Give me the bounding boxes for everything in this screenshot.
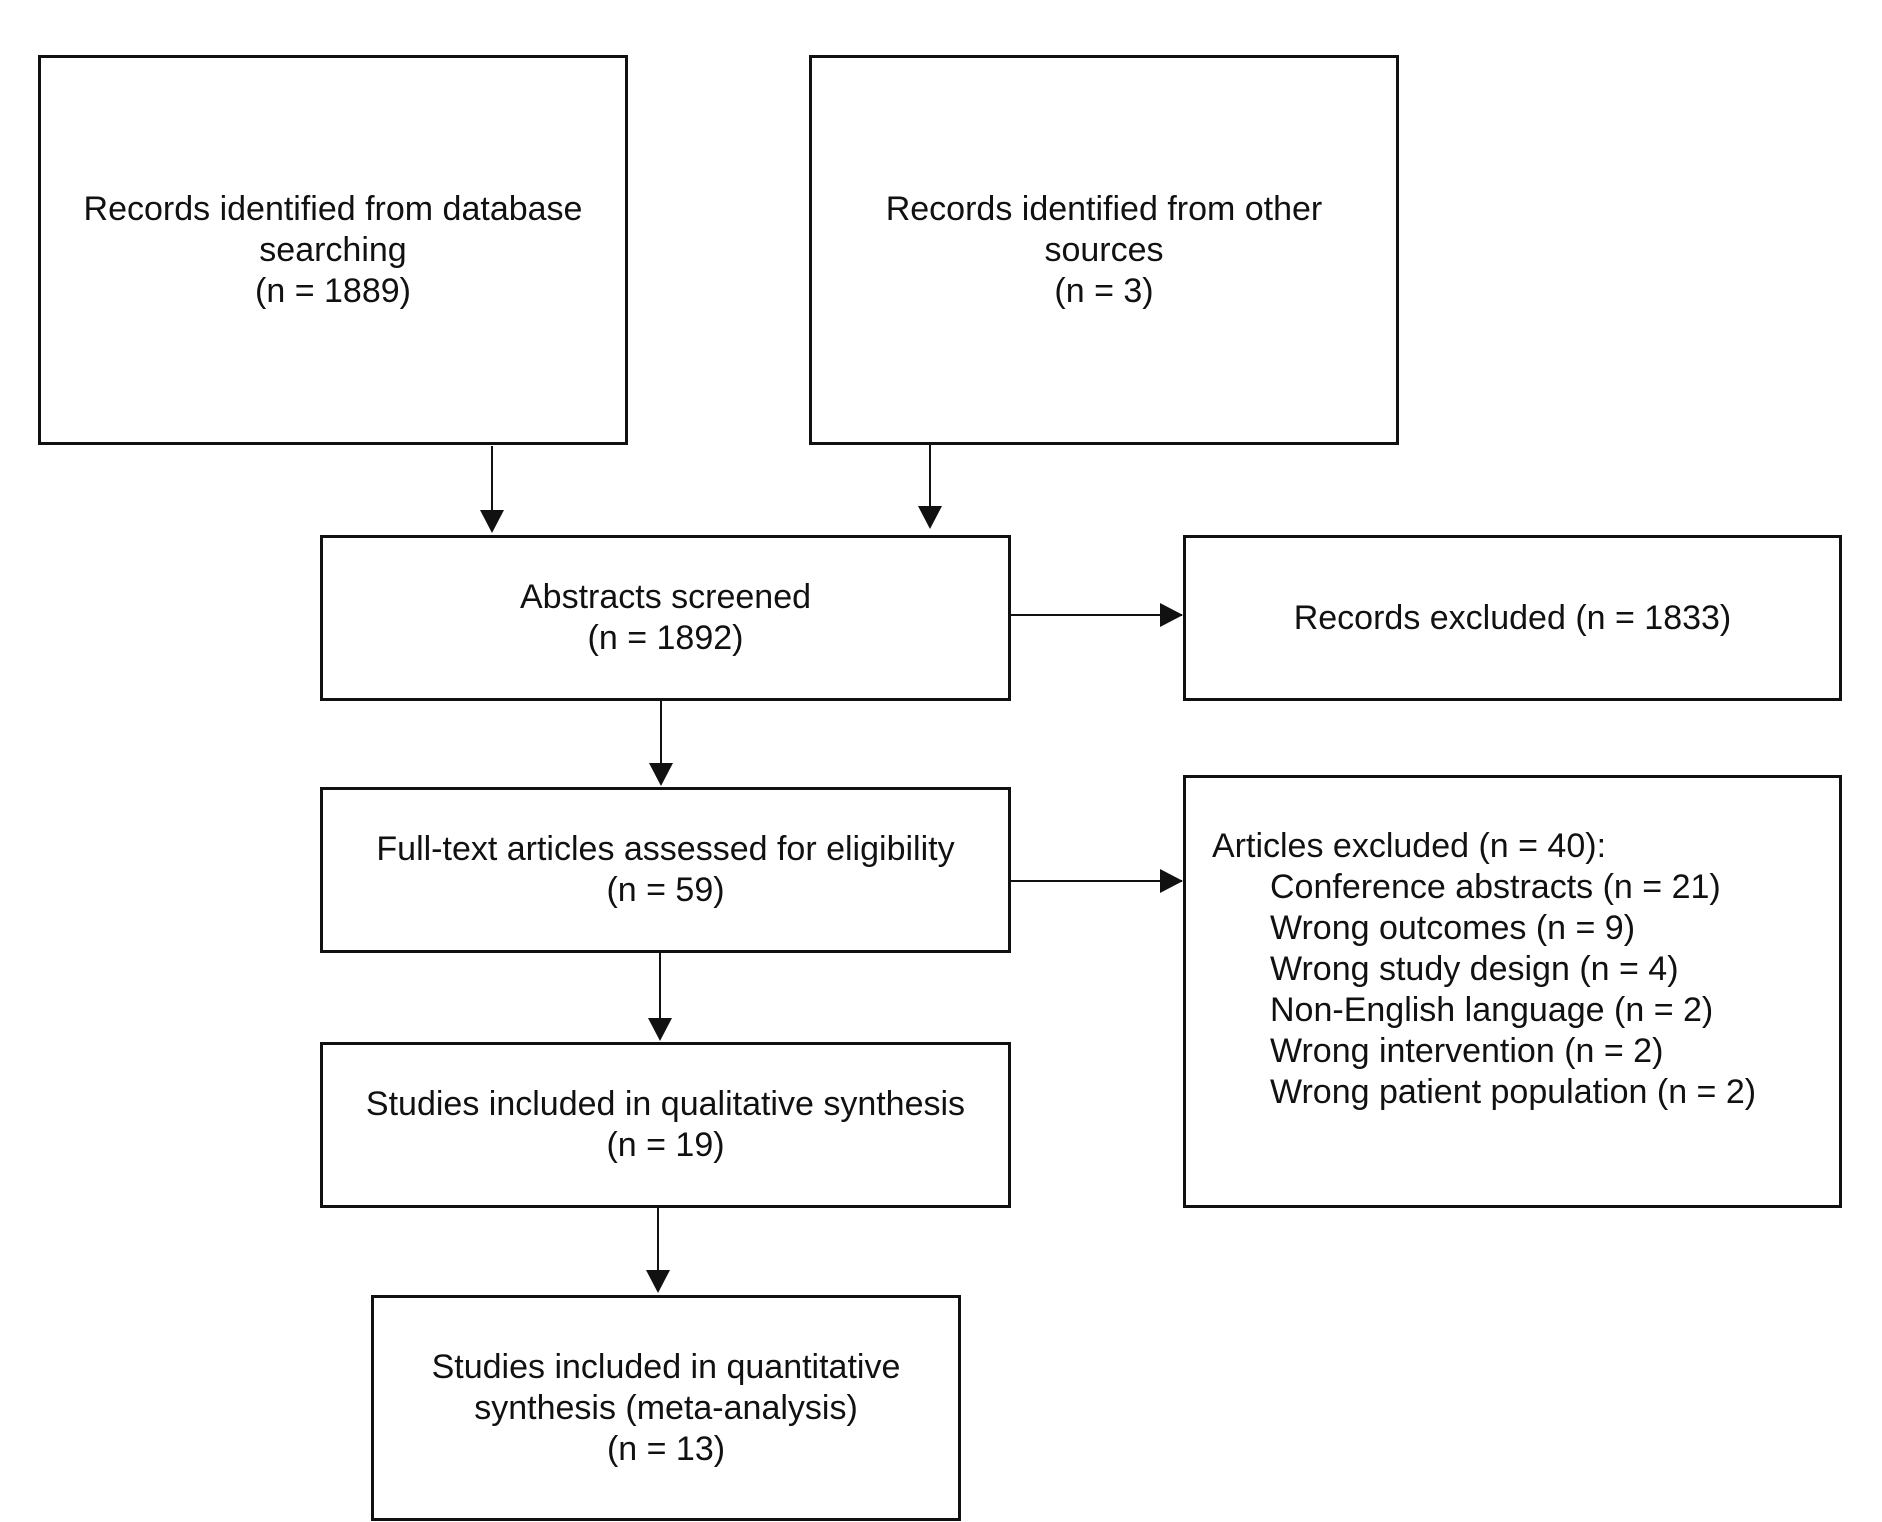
exclusion-reason: Wrong study design (n = 4) (1270, 950, 1679, 988)
box-qualitative-synthesis-line1: Studies included in qualitative synthesi… (365, 1085, 966, 1123)
box-fulltext-assessed-count: (n = 59) (606, 871, 725, 909)
arrowhead-qualitative-to-quantitative (646, 1270, 670, 1293)
box-records-database-line2: searching (259, 230, 407, 269)
box-fulltext-assessed-line1: Full-text articles assessed for eligibil… (376, 830, 955, 868)
arrowhead-screened-to-fulltext (649, 763, 673, 786)
box-records-database-line1: Records identified from database (83, 189, 583, 228)
box-records-excluded-label: Records excluded (n = 1833) (1293, 598, 1732, 637)
box-quantitative-synthesis-count: (n = 13) (606, 1429, 726, 1468)
arrowhead-database-to-screened (480, 510, 504, 533)
exclusion-reason: Wrong intervention (n = 2) (1270, 1032, 1664, 1070)
arrowhead-other-to-screened (918, 506, 942, 529)
box-abstracts-screened: Abstracts screened (n = 1892) (320, 535, 1011, 701)
exclusion-reason: Wrong outcomes (n = 9) (1270, 909, 1636, 947)
box-fulltext-assessed: Full-text articles assessed for eligibil… (320, 787, 1011, 953)
box-records-other: Records identified from other sources (n… (809, 55, 1399, 445)
arrowhead-fulltext-to-articles-excluded (1160, 869, 1183, 893)
box-articles-excluded: Articles excluded (n = 40): Conference a… (1183, 775, 1842, 1208)
box-abstracts-screened-count: (n = 1892) (587, 619, 744, 657)
box-records-database: Records identified from database searchi… (38, 55, 628, 445)
box-qualitative-synthesis-count: (n = 19) (606, 1126, 725, 1164)
box-records-other-line1: Records identified from other (885, 189, 1323, 228)
articles-excluded-header: Articles excluded (n = 40): (1212, 827, 1607, 865)
exclusion-reason: Wrong patient population (n = 2) (1270, 1073, 1757, 1111)
box-records-database-count: (n = 1889) (255, 271, 411, 310)
box-abstracts-screened-line1: Abstracts screened (519, 578, 812, 616)
box-quantitative-synthesis-line1: Studies included in quantitative (431, 1347, 901, 1386)
box-qualitative-synthesis: Studies included in qualitative synthesi… (320, 1042, 1011, 1208)
box-quantitative-synthesis: Studies included in quantitative synthes… (371, 1295, 961, 1521)
box-quantitative-synthesis-line2: synthesis (meta-analysis) (474, 1388, 858, 1427)
arrowhead-screened-to-records-excluded (1160, 603, 1183, 627)
arrowhead-fulltext-to-qualitative (648, 1018, 672, 1041)
exclusion-reason: Non-English language (n = 2) (1270, 991, 1714, 1029)
box-records-other-count: (n = 3) (1054, 271, 1154, 310)
box-records-excluded: Records excluded (n = 1833) (1183, 535, 1842, 701)
exclusion-reason: Conference abstracts (n = 21) (1270, 868, 1721, 906)
box-records-other-line2: sources (1044, 230, 1164, 269)
